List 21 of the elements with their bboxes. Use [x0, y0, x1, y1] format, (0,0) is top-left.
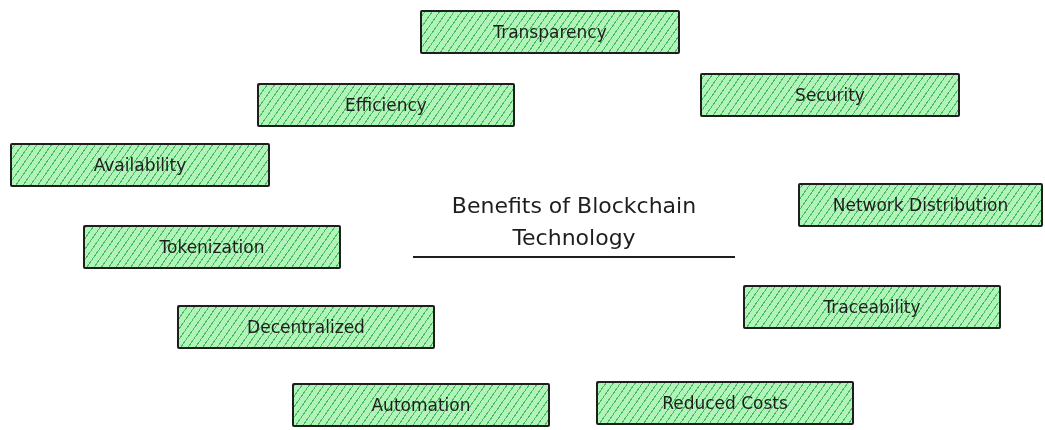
- benefit-label: Security: [795, 85, 865, 105]
- benefit-box: [257, 83, 515, 127]
- benefit-box: [596, 381, 854, 425]
- benefit-box: [292, 383, 550, 427]
- benefit-box: [700, 73, 960, 117]
- benefit-box: [420, 10, 680, 54]
- benefit-box: [743, 285, 1001, 329]
- benefit-box: [10, 143, 270, 187]
- diagram-title: Benefits of Blockchain Technology: [413, 190, 735, 258]
- benefit-label: Efficiency: [345, 95, 427, 115]
- benefit-label: Tokenization: [159, 237, 265, 257]
- benefit-label: Network Distribution: [832, 195, 1009, 215]
- benefit-label: Reduced Costs: [662, 393, 788, 413]
- benefit-label: Automation: [371, 395, 471, 415]
- benefit-label: Transparency: [493, 22, 607, 42]
- benefit-box: [83, 225, 341, 269]
- benefit-box: [798, 183, 1043, 227]
- benefit-box: [177, 305, 435, 349]
- benefit-label: Traceability: [823, 297, 921, 317]
- benefit-label: Availability: [93, 155, 187, 175]
- benefit-label: Decentralized: [247, 317, 365, 337]
